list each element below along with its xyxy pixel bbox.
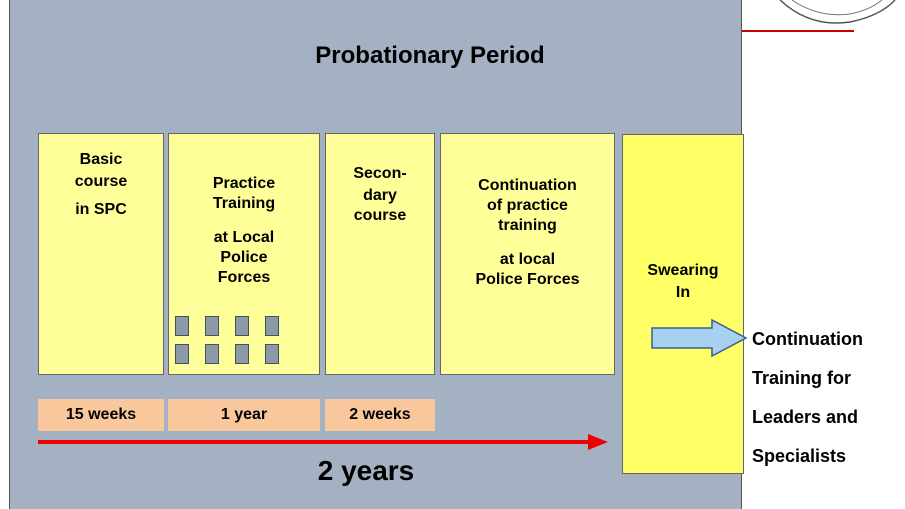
building-icon: [265, 316, 279, 336]
building-icon: [235, 316, 249, 336]
phase-line: Practice: [212, 175, 276, 192]
diagram-title: Probationary Period: [315, 42, 545, 69]
swearing-line: In: [675, 284, 691, 301]
phase-line: Continuation: [478, 177, 577, 194]
phase-basic-course: Basic course in SPC: [38, 133, 164, 375]
continuation-line: Continuation: [752, 329, 863, 349]
total-duration: 2 years: [317, 455, 415, 486]
building-icon: [235, 344, 249, 364]
phase-line: training: [498, 217, 557, 234]
phase-line: at Local: [213, 229, 275, 246]
phase-line: course: [74, 173, 128, 190]
header-rule: [742, 30, 854, 32]
phase-continuation-practice: Continuation of practice training at loc…: [440, 133, 615, 375]
duration-practice: 1 year: [168, 399, 320, 431]
building-icon-grid: [175, 316, 287, 370]
phase-line: Secon-: [353, 165, 407, 182]
swearing-line: Swearing: [647, 262, 719, 279]
phase-line: Police: [220, 249, 268, 266]
phase-line: Training: [212, 195, 276, 212]
continuation-line: Specialists: [752, 446, 847, 466]
phase-line: dary: [363, 187, 397, 204]
building-icon: [265, 344, 279, 364]
phase-line: Police Forces: [475, 271, 580, 288]
swearing-in-box: Swearing In: [622, 134, 744, 474]
pointer-arrow-icon: [651, 318, 748, 358]
building-icon: [175, 316, 189, 336]
phase-line: course: [353, 207, 407, 224]
continuation-line: Leaders and: [752, 407, 859, 427]
phase-line: Basic: [79, 151, 123, 168]
continuation-training: Continuation Training for Leaders and Sp…: [752, 320, 902, 476]
duration-secondary: 2 weeks: [325, 399, 435, 431]
phase-line: in SPC: [75, 201, 127, 218]
seal-logo-icon: [779, 0, 896, 24]
building-icon: [175, 344, 189, 364]
building-icon: [205, 344, 219, 364]
duration-basic: 15 weeks: [38, 399, 164, 431]
phase-line: Forces: [217, 269, 271, 286]
continuation-line: Training for: [752, 368, 851, 388]
phase-line: at local: [499, 251, 556, 268]
building-icon: [205, 316, 219, 336]
phase-line: of practice: [487, 197, 568, 214]
phase-secondary-course: Secon- dary course: [325, 133, 435, 375]
timeline-arrow: [38, 434, 608, 450]
